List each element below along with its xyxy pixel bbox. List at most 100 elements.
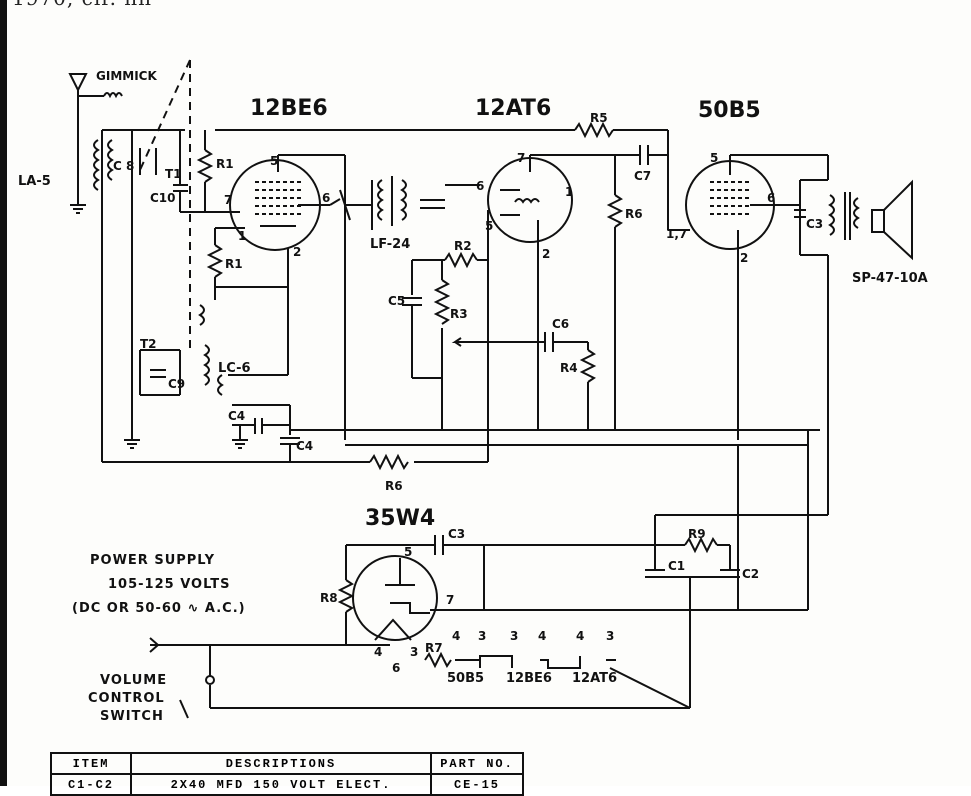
- la5-coil: [93, 139, 100, 191]
- c6-label: C6: [552, 317, 569, 331]
- filament-pin: 4: [538, 629, 546, 643]
- t1-label: T1: [165, 167, 182, 181]
- r3-label: R3: [450, 307, 468, 321]
- pin-label: 2: [740, 251, 748, 265]
- r8-label: R8: [320, 591, 338, 605]
- c1-label: C1: [668, 559, 685, 573]
- lc6-label: LC-6: [218, 361, 251, 376]
- switch-label: CONTROL: [88, 691, 165, 706]
- pin-label: 5: [485, 219, 493, 233]
- r4-label: R4: [560, 361, 578, 375]
- output-transformer: [828, 194, 835, 236]
- pin-label: 1,7: [666, 227, 687, 241]
- r7-resistor: [424, 651, 452, 669]
- pin-label: 6: [392, 661, 400, 675]
- table-row: C1-C2 2X40 MFD 150 VOLT ELECT. CE-15: [50, 773, 524, 796]
- r6b-label: R6: [385, 479, 403, 493]
- c4a-label: C4: [228, 409, 245, 423]
- r5-label: R5: [590, 111, 608, 125]
- r5-resistor: [574, 121, 614, 139]
- table-header-row: ITEM DESCRIPTIONS PART NO.: [50, 752, 524, 775]
- lf24-secondary: [400, 179, 407, 221]
- tube-label-12at6: 12AT6: [475, 96, 551, 121]
- gimmick-label: GIMMICK: [96, 69, 157, 83]
- lc6-coil: [203, 344, 210, 386]
- pin-label: 7: [224, 193, 232, 207]
- table-cell: CE-15: [430, 773, 524, 796]
- filament-tube-label: 50B5: [447, 671, 484, 686]
- table-header: PART NO.: [430, 752, 524, 775]
- r7-label: R7: [425, 641, 443, 655]
- tube-label-50b5: 50B5: [698, 98, 761, 123]
- osc-coil-upper: [198, 304, 205, 326]
- r3-potentiometer: [433, 279, 451, 325]
- c7-label: C7: [634, 169, 651, 183]
- filament-pin: 3: [478, 629, 486, 643]
- tube-label-35w4: 35W4: [365, 506, 435, 531]
- r9-label: R9: [688, 527, 706, 541]
- r2-label: R2: [454, 239, 472, 253]
- filament-pin: 3: [510, 629, 518, 643]
- pin-label: 2: [542, 247, 550, 261]
- c6-capacitor: [544, 332, 554, 352]
- pin-label: 7: [446, 593, 454, 607]
- r1a-label: R1: [216, 157, 234, 171]
- pin-label: 1: [565, 185, 573, 199]
- filament-pin: 3: [606, 629, 614, 643]
- tube-label-12be6: 12BE6: [250, 96, 328, 121]
- switch-label: SWITCH: [100, 709, 164, 724]
- c9-label: C9: [168, 377, 185, 391]
- power-supply-type: (DC OR 50-60 ∿ A.C.): [72, 601, 246, 616]
- pin-label: 2: [293, 245, 301, 259]
- r9-resistor: [684, 536, 718, 554]
- c3-psu-capacitor: [434, 535, 444, 555]
- c10-label: C10: [150, 191, 176, 205]
- la5-label: LA-5: [18, 174, 51, 189]
- pin-label: 6: [476, 179, 484, 193]
- switch-label: VOLUME: [100, 673, 167, 688]
- c5-label: C5: [388, 294, 405, 308]
- lf24-primary: [377, 179, 384, 221]
- r6a-label: R6: [625, 207, 643, 221]
- gimmick-coil: [103, 92, 123, 99]
- pin-label: 1: [238, 229, 246, 243]
- table-cell: 2X40 MFD 150 VOLT ELECT.: [130, 773, 432, 796]
- filament-tube-label: 12AT6: [572, 671, 617, 686]
- table-cell: C1-C2: [50, 773, 132, 796]
- filament-pin: 4: [576, 629, 584, 643]
- t2-label: T2: [140, 337, 157, 351]
- page-border: [0, 0, 7, 786]
- c3a-label: C3: [806, 217, 823, 231]
- filament-tube-label: 12BE6: [506, 671, 552, 686]
- c2-label: C2: [742, 567, 759, 581]
- lf24-label: LF-24: [370, 237, 410, 252]
- filament-pin: 4: [452, 629, 460, 643]
- speaker-label: SP-47-10A: [852, 271, 928, 286]
- pin-label: 6: [322, 191, 330, 205]
- table-header: DESCRIPTIONS: [130, 752, 432, 775]
- power-supply-voltage: 105-125 VOLTS: [108, 577, 230, 592]
- r1b-label: R1: [225, 257, 243, 271]
- c4b-label: C4: [296, 439, 313, 453]
- header-text: 1970, cir. nn: [12, 0, 152, 10]
- power-supply-title: POWER SUPPLY: [90, 553, 215, 568]
- speaker-magnet: [871, 209, 885, 233]
- pin-label: 7: [517, 151, 525, 165]
- pin-label: 3: [410, 645, 418, 659]
- c7-capacitor: [639, 145, 649, 165]
- parts-table: ITEM DESCRIPTIONS PART NO. C1-C2 2X40 MF…: [50, 752, 524, 796]
- pin-label: 4: [374, 645, 382, 659]
- pin-label: 6: [767, 191, 775, 205]
- r6-bottom-resistor: [369, 453, 409, 471]
- tube-35w4: [352, 555, 438, 641]
- speaker-cone: [883, 179, 913, 261]
- pin-label: 5: [404, 545, 412, 559]
- pin-label: 5: [270, 154, 278, 168]
- table-header: ITEM: [50, 752, 132, 775]
- c3b-label: C3: [448, 527, 465, 541]
- pin-label: 5: [710, 151, 718, 165]
- r2-resistor: [444, 251, 478, 269]
- c8-label: C 8: [113, 159, 134, 173]
